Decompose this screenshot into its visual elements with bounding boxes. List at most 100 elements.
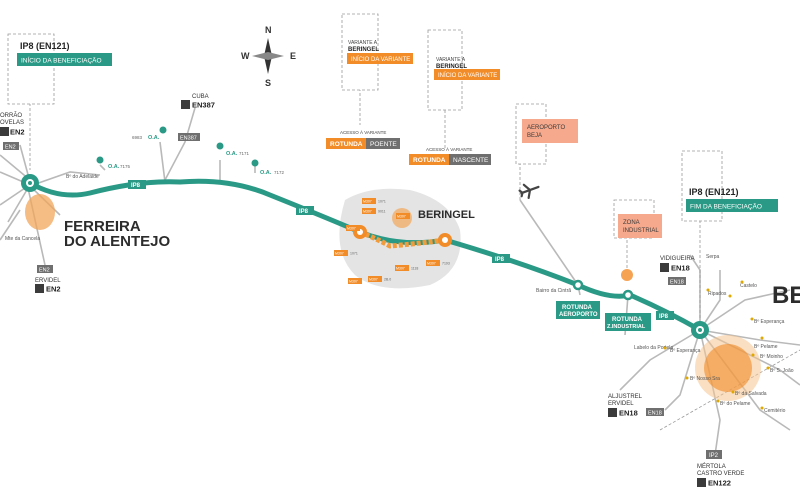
rotunda-poente-a: ROTUNDA: [330, 141, 363, 148]
beringel-code-8: M307: [397, 215, 406, 219]
oa1-label: O.A.: [108, 164, 120, 170]
en2-bottom-label: EN2: [46, 285, 61, 294]
aljustrel-label: ALJUSTREL: [608, 394, 643, 400]
ip8-label-d: IP8: [659, 314, 669, 320]
ip8-label-c: IP8: [495, 257, 505, 263]
roundabout-aeroporto-node: [572, 279, 584, 291]
en2-mid-label: EN2: [5, 145, 16, 151]
zona-line1: ZONA: [623, 220, 640, 226]
en18-b-label: EN18: [648, 411, 662, 417]
tiny-beja-d: Bº Moinho: [760, 354, 783, 360]
variante-nascente-line2: BERINGEL: [436, 64, 467, 70]
ip8-label-b: IP8: [299, 209, 309, 215]
zona-industrial-marker: [621, 269, 633, 281]
rotunda-poente-caption: ACESSO À VARIANTE: [340, 129, 386, 135]
beringel-num-2: 1071: [378, 200, 386, 204]
tiny-ferreira-bairro: Bº do Adelaide: [66, 174, 99, 180]
ip8-shield-d: [656, 311, 674, 320]
ip8-shield-c: [492, 254, 510, 263]
cuba-name: CUBA: [192, 94, 209, 100]
beringel-code-2: M307: [363, 210, 372, 214]
tiny-aeroporto: Bairro da Cintrã: [536, 288, 571, 294]
beringel-num-4: 2B.0: [384, 278, 391, 282]
tiny-beja-c: Bº da Salvada: [735, 391, 767, 397]
oa3-label: O.A.: [226, 151, 238, 157]
ip8-start-callout: IP8 (EN121) INÍCIO DA BENEFICIAÇÃO: [7, 33, 112, 105]
compass-icon: N S E W: [241, 25, 296, 88]
en18-top-label: EN18: [671, 264, 690, 273]
rotunda-nascente-caption: ACESSO À VARIANTE: [426, 146, 472, 152]
aeroporto-line1: AEROPORTO: [527, 125, 565, 131]
tiny-beja-b: Bº do Pelame: [720, 401, 751, 407]
oa-markers: O.A. 7175 O.A. 6983 O.A. 7171 O.A. 7172: [96, 126, 285, 176]
torrao-label-2: OVELAS: [0, 120, 24, 126]
left-road-labels: ORRÃO OVELAS EN2 EN2 EN2 ERVIDEL EN2: [0, 112, 61, 294]
cuba-label: CUBA EN387 EN387: [178, 94, 215, 142]
beringel-code-9: M307: [349, 280, 358, 284]
rotunda-nascente-label: ACESSO À VARIANTE ROTUNDA NASCENTE: [409, 146, 491, 165]
ip8-shield-b: [296, 206, 314, 215]
beringel-codes: M307 M307 M307 M307 1071 M307 2B.0 M307 …: [334, 198, 450, 284]
roundabout-nascente-node: [438, 233, 452, 247]
ip8-end-title: IP8 (EN121): [689, 187, 739, 197]
en387-lower-label: EN387: [180, 136, 197, 142]
variante-nascente-line1: VARIANTE A: [436, 57, 466, 63]
right-road-labels: VIDIGUEIRA EN18 EN18 ALJUSTREL ERVIDEL E…: [608, 256, 744, 488]
beringel-code-3: M307: [347, 227, 356, 231]
cuba-road: EN387: [192, 101, 215, 110]
ip8-label-a: IP8: [131, 183, 141, 189]
aljustrel-ervidel-label: ERVIDEL: [608, 401, 634, 407]
ip8-shield-a: [128, 180, 146, 189]
rotunda-nascente-b: NASCENTE: [453, 157, 489, 164]
oa4-label: O.A.: [260, 170, 272, 176]
en18-small-label: EN18: [670, 280, 684, 286]
town-beringel: BERINGEL: [418, 209, 475, 221]
rotunda-poente-label: ACESSO À VARIANTE ROTUNDA POENTE: [326, 129, 400, 149]
beringel-code-5: M307: [369, 278, 378, 282]
beringel-code-6: M307: [396, 267, 405, 271]
compass-s: S: [265, 78, 271, 88]
en18-left-label: EN18: [619, 409, 638, 418]
oa2-label: O.A.: [148, 135, 160, 141]
beringel-num-3: 9011: [378, 210, 386, 214]
zona-industrial-callout: ZONA INDUSTRIAL: [613, 199, 662, 239]
beja-poi-dots: [663, 280, 770, 410]
tiny-brinches: Bº Esperança: [754, 319, 785, 325]
tiny-industrial: Labelo da Portela: [634, 345, 673, 351]
roundabout-ferreira: [21, 174, 39, 192]
vidigueira-label: VIDIGUEIRA: [660, 256, 695, 262]
castro-verde-label: CASTRO VERDE: [697, 471, 744, 477]
en2-low-label: EN2: [39, 268, 50, 274]
tiny-mata-cadeira: Mte da Cancela: [5, 236, 40, 242]
rotunda-nascente-a: ROTUNDA: [413, 157, 446, 164]
aeroporto-line2: BEJA: [527, 133, 542, 139]
rotunda-poente-b: POENTE: [370, 141, 397, 148]
rotunda-aeroporto-label: ROTUNDA AEROPORTO: [556, 301, 600, 319]
tiny-pelame: Bº Pelame: [754, 344, 778, 350]
aeroporto-callout: AEROPORTO BEJA: [515, 103, 578, 165]
airplane-icon: [518, 183, 540, 200]
torrao-label-1: ORRÃO: [0, 112, 22, 119]
variante-nascente-tag: INÍCIO DA VARIANTE: [438, 72, 497, 79]
compass-e: E: [290, 51, 296, 61]
town-beja: BE: [772, 282, 800, 309]
tiny-castelo: Castelo: [740, 283, 757, 289]
variante-nascente-callout: VARIANTE A BERINGEL INÍCIO DA VARIANTE: [427, 29, 500, 111]
oa4-number: 7172: [274, 170, 285, 175]
mertola-label: MÉRTOLA: [697, 463, 726, 470]
town-ferreira-1: FERREIRA: [64, 218, 141, 235]
ip8-start-subtitle: INÍCIO DA BENEFICIAÇÃO: [21, 56, 102, 65]
variante-poente-tag: INÍCIO DA VARIANTE: [351, 56, 410, 63]
ip8-end-callout: IP8 (EN121) FIM DA BENEFICIAÇÃO: [681, 150, 778, 222]
compass-w: W: [241, 51, 250, 61]
tiny-beja-g: Bº S. João: [770, 368, 794, 374]
beringel-variante: [359, 229, 446, 249]
tiny-place-labels: Bº do Adelaide Mte da Cancela Bairro da …: [5, 174, 794, 414]
tiny-cemiterio: Cemitério: [764, 408, 786, 414]
rotunda-industrial-b: Z.INDUSTRIAL: [607, 324, 646, 330]
beringel-code-4: M307: [335, 252, 344, 256]
roundabout-beja: [691, 321, 709, 339]
beja-area: [704, 344, 752, 392]
variante-poente-callout: VARIANTE A BERINGEL INÍCIO DA VARIANTE: [341, 13, 413, 91]
